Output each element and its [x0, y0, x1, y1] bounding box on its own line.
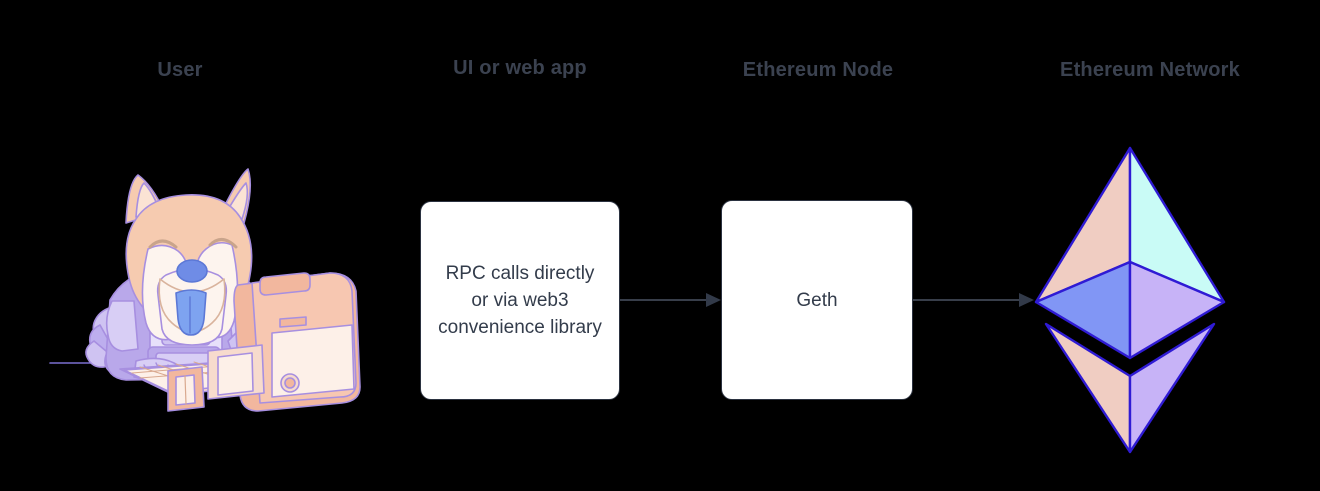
process-box-geth[interactable]: Geth	[721, 200, 913, 400]
eth-facet-mid-right	[1128, 260, 1226, 360]
arrow-head	[1019, 293, 1034, 307]
process-box-ui-or-web-app-label: RPC calls directly or via web3 convenien…	[438, 263, 602, 338]
eth-facet-bottom-right	[1128, 322, 1216, 454]
process-box-ui-or-web-app[interactable]: RPC calls directly or via web3 convenien…	[420, 201, 620, 400]
ethereum-logo-svg	[1034, 146, 1226, 454]
column-title-ethereum-network: Ethereum Network	[1060, 59, 1240, 81]
ethereum-diamond-logo	[1030, 140, 1230, 460]
arrow-head	[706, 293, 721, 307]
column-title-ethereum-node: Ethereum Node	[742, 59, 894, 81]
column-title-ui-or-web-app: UI or web app	[453, 57, 587, 79]
process-box-geth-label: Geth	[796, 289, 838, 311]
doge-at-computer-illustration	[40, 165, 380, 415]
arrow-node-to-network	[913, 293, 1034, 307]
arrow-webapp-to-node	[620, 293, 721, 307]
doge-illustration-svg	[49, 168, 361, 412]
column-title-user: User	[157, 59, 203, 81]
